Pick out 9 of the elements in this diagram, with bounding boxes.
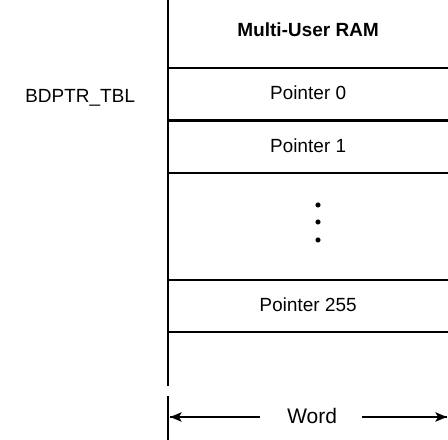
table-name: BDPTR_TBL — [24, 86, 136, 108]
row-label: Pointer 255 — [259, 295, 357, 317]
dimension-label: Word — [286, 405, 338, 429]
row-label: Pointer 0 — [270, 83, 346, 105]
table-row — [168, 279, 448, 333]
title: Multi-User RAM — [236, 20, 380, 42]
row-label: Pointer 1 — [270, 136, 346, 158]
table-row — [168, 67, 448, 121]
table-row — [168, 120, 448, 174]
